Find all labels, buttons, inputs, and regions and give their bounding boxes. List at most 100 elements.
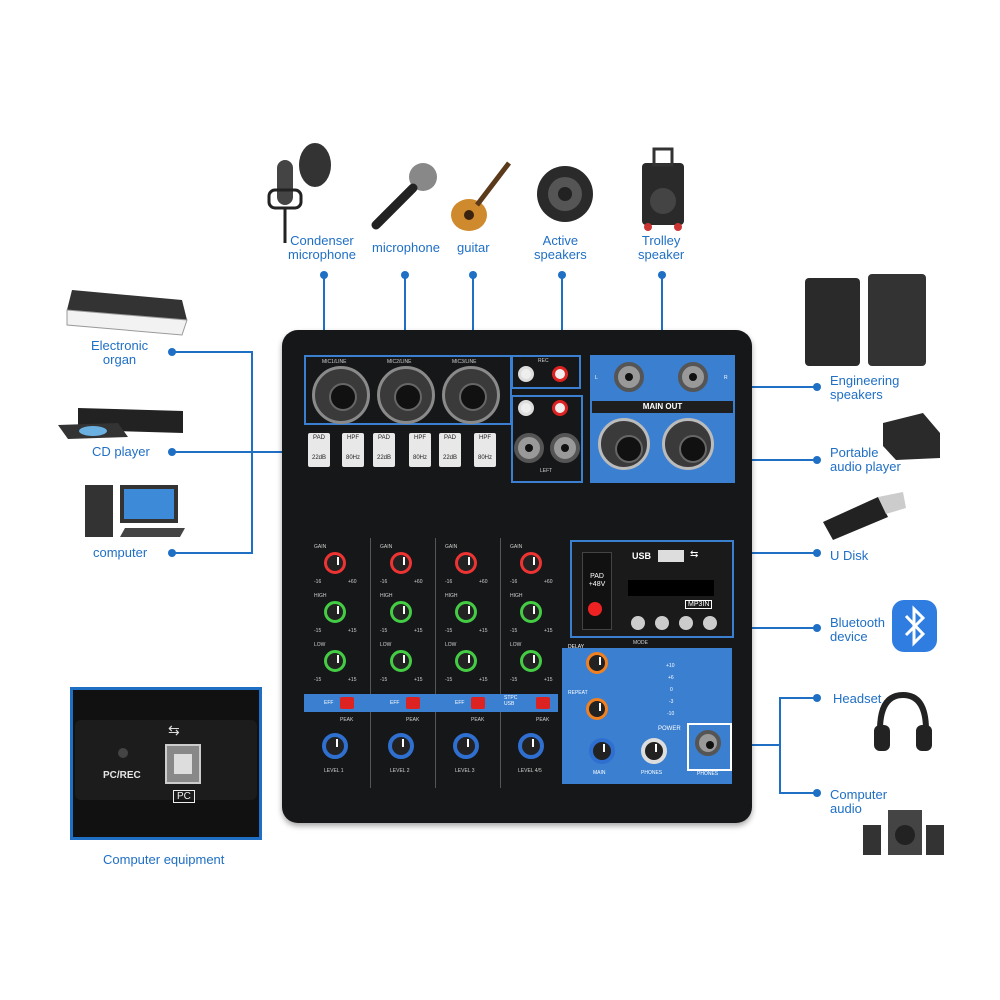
- ch2-gain-label: GAIN: [380, 544, 393, 550]
- line-left-jack[interactable]: [514, 433, 544, 463]
- ch2-high-label: HIGH: [380, 593, 393, 599]
- label-headset: Headset: [833, 691, 882, 706]
- ch1-eff-button[interactable]: [340, 697, 354, 709]
- ch3-high-label: HIGH: [445, 593, 458, 599]
- ch2-high-max: +15: [414, 628, 423, 634]
- rec-left-rca[interactable]: [518, 366, 534, 382]
- level1-label: LEVEL 1: [324, 768, 344, 774]
- cd-player-image: [58, 408, 183, 439]
- ch3-low-label: LOW: [445, 642, 457, 648]
- usb-b-port[interactable]: [165, 744, 201, 784]
- ch4-high-min: -15: [510, 628, 518, 634]
- ch1-gain-min: -16: [314, 579, 322, 585]
- usb-a-port[interactable]: [658, 550, 684, 562]
- level3-knob[interactable]: [453, 733, 479, 759]
- mic3-xlr-jack[interactable]: [442, 366, 500, 424]
- mp3-mode-button[interactable]: [631, 616, 645, 630]
- ch1-peak-label: PEAK: [340, 717, 354, 723]
- phones-jack[interactable]: [695, 730, 721, 756]
- computer-audio-image: [863, 810, 944, 855]
- ch2-eff-button[interactable]: [406, 697, 420, 709]
- ch3-gain-knob[interactable]: [455, 552, 477, 574]
- ch3-low-min: -15: [445, 677, 453, 683]
- main-out-right-jack[interactable]: [678, 362, 708, 392]
- ch2-low-knob[interactable]: [390, 650, 412, 672]
- ch4-gain-knob[interactable]: [520, 552, 542, 574]
- ch1-low-max: +15: [348, 677, 357, 683]
- ch3-eff-label: EFF: [455, 700, 465, 706]
- ch2-high-knob[interactable]: [390, 601, 412, 623]
- ch4-low-label: LOW: [510, 642, 522, 648]
- engineering-speakers-image: [805, 274, 926, 366]
- ch4-stpc-button[interactable]: [536, 697, 550, 709]
- phones-label: PHONES: [641, 770, 663, 776]
- mp3-prev-button[interactable]: [655, 616, 669, 630]
- line-left-rca[interactable]: [518, 400, 534, 416]
- ch1-low-label: LOW: [314, 642, 326, 648]
- rec-right-rca[interactable]: [552, 366, 568, 382]
- line-right-jack[interactable]: [550, 433, 580, 463]
- ch2-peak-label: PEAK: [406, 717, 420, 723]
- ch4-peak-label: PEAK: [536, 717, 550, 723]
- ch1-eff-label: EFF: [324, 700, 334, 706]
- ch3-high-knob[interactable]: [455, 601, 477, 623]
- level45-knob[interactable]: [518, 733, 544, 759]
- main-out-left-jack[interactable]: [614, 362, 644, 392]
- mic2-xlr-jack[interactable]: [377, 366, 435, 424]
- ch3-eff-button[interactable]: [471, 697, 485, 709]
- phantom-power-button[interactable]: [588, 602, 602, 616]
- main-out-label: MAIN OUT: [592, 401, 733, 413]
- label-computer: computer: [93, 545, 148, 560]
- delay-knob[interactable]: [586, 652, 608, 674]
- phones-output-label: PHONES: [697, 771, 719, 777]
- phantom-power-group: [582, 552, 612, 630]
- meter-minus3: -3: [669, 699, 674, 705]
- ch4-gain-min: -16: [510, 579, 518, 585]
- level1-knob[interactable]: [322, 733, 348, 759]
- main-out-left-xlr[interactable]: [598, 418, 650, 470]
- label-microphone: microphone: [372, 240, 440, 255]
- ch2-gain-max: +60: [414, 579, 423, 585]
- ch3-high-max: +15: [479, 628, 488, 634]
- mp3in-badge: MP3IN: [685, 600, 713, 609]
- ch4-high-label: HIGH: [510, 593, 523, 599]
- ch1-high-knob[interactable]: [324, 601, 346, 623]
- mp3-play-button[interactable]: [679, 616, 693, 630]
- ch4-low-knob[interactable]: [520, 650, 542, 672]
- ch1-gain-knob[interactable]: [324, 552, 346, 574]
- mic1-label: MIC1/LINE: [322, 359, 347, 365]
- level2-knob[interactable]: [388, 733, 414, 759]
- eff-bar: [304, 694, 558, 712]
- repeat-knob[interactable]: [586, 698, 608, 720]
- ch3-high-min: -15: [445, 628, 453, 634]
- trolley-speaker-image: [642, 147, 684, 231]
- line-right-rca[interactable]: [552, 400, 568, 416]
- ch2-gain-knob[interactable]: [390, 552, 412, 574]
- delay-label: DELAY: [568, 644, 585, 650]
- mic1-xlr-jack[interactable]: [312, 366, 370, 424]
- phones-level-knob[interactable]: [641, 738, 667, 764]
- ch2-high-min: -15: [380, 628, 388, 634]
- power-label: POWER: [658, 726, 681, 732]
- ch1-low-knob[interactable]: [324, 650, 346, 672]
- bluetooth-icon: [892, 600, 937, 652]
- main-level-knob[interactable]: [589, 738, 615, 764]
- mp3-next-button[interactable]: [703, 616, 717, 630]
- ch3-low-knob[interactable]: [455, 650, 477, 672]
- usb-symbol-icon: ⇆: [168, 722, 180, 738]
- ch1-high-label: HIGH: [314, 593, 327, 599]
- pc-label: PC: [173, 790, 195, 803]
- phones-output-box: [687, 723, 732, 771]
- main-out-right-xlr[interactable]: [662, 418, 714, 470]
- ch4-high-knob[interactable]: [520, 601, 542, 623]
